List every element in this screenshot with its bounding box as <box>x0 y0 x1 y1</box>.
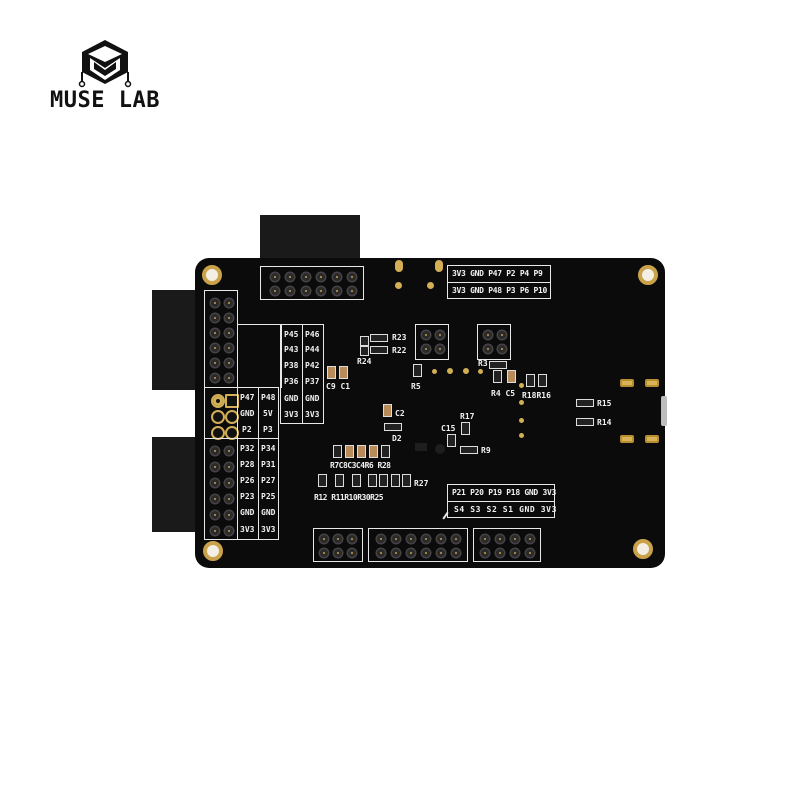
top-header-label-box: 3V3 GND P47 P2 P4 P9 3V3 GND P48 P3 P6 P… <box>447 265 551 299</box>
left-small-label-box: P47 GND P2 P48 5V P3 <box>237 387 279 439</box>
left-pin-header-upper <box>204 290 238 388</box>
mounting-hole-br <box>633 539 653 559</box>
top-pin-header <box>260 266 364 300</box>
left-cable-upper <box>152 290 202 390</box>
usb-pad <box>620 435 634 443</box>
left-lower-label-box: P32 P28 P26 P23 GND 3V3 P34 P31 P27 P25 … <box>237 438 279 540</box>
bottom-pin-header-middle <box>368 528 468 562</box>
top-cable <box>260 215 360 265</box>
pcb-board: 3V3 GND P47 P2 P4 P9 3V3 GND P48 P3 P6 P… <box>195 258 667 568</box>
mid-header-label-box: P45 P43 P38 P36 GND 3V3 P46 P44 P42 P37 … <box>280 324 324 424</box>
mounting-hole-bl <box>203 541 223 561</box>
bottom-header-label-box: P21 P20 P19 P18 GND 3V3 S4 S3 S2 S1 GND … <box>447 484 556 518</box>
usb-connector <box>661 396 667 426</box>
bottom-pin-header-left <box>313 528 363 562</box>
transistor <box>415 443 427 451</box>
usb-pad <box>645 379 659 387</box>
via-pad <box>395 282 402 289</box>
mounting-hole-tr <box>638 265 658 285</box>
via-pad <box>427 282 434 289</box>
center-pin-header-b <box>477 324 511 360</box>
usb-pad <box>645 435 659 443</box>
bottom-pin-header-right <box>473 528 541 562</box>
left-pin-header-lower <box>204 438 238 540</box>
transistor <box>435 444 445 454</box>
left-cable-lower <box>152 437 202 532</box>
via-pad <box>395 260 403 272</box>
mounting-hole-tl <box>202 265 222 285</box>
center-pin-header-a <box>415 324 449 360</box>
cube-logo-icon <box>78 40 132 88</box>
left-pin-header-middle <box>204 387 239 440</box>
usb-pad <box>620 379 634 387</box>
brand-name: MUSE LAB <box>50 88 160 113</box>
via-pad <box>435 260 443 272</box>
muse-lab-logo: MUSE LAB <box>40 38 170 118</box>
